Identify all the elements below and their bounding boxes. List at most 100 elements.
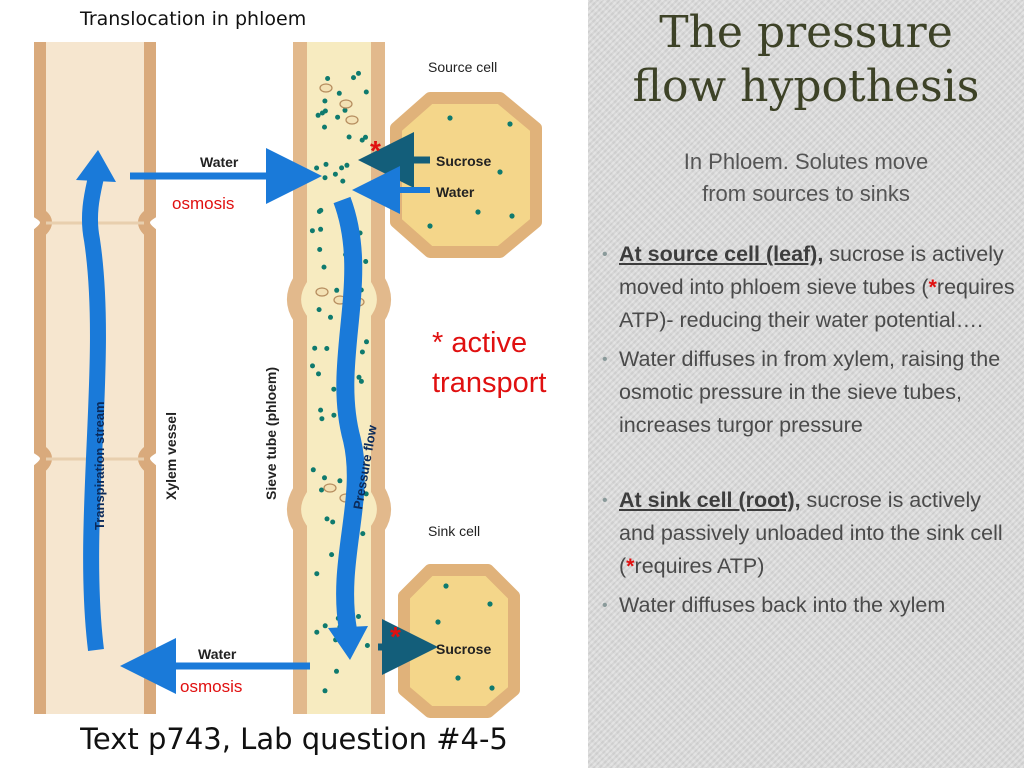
- star-top: *: [370, 135, 381, 166]
- slide-title: The pressure flow hypothesis: [588, 6, 1024, 114]
- sink-cell-label: Sink cell: [428, 523, 480, 539]
- xylem-label: Xylem vessel: [163, 412, 179, 500]
- sucrose-dot: [337, 478, 343, 484]
- sucrose-dot: [328, 314, 333, 320]
- sucrose-dot: [316, 209, 322, 214]
- water-bottom-label: Water: [198, 646, 237, 662]
- sucrose-dot: [331, 386, 337, 392]
- sucrose-dot: [314, 165, 320, 171]
- bullet-source-bold: At source cell (leaf),: [619, 242, 824, 266]
- sucrose-dot: [358, 378, 364, 384]
- water-top-left-label: Water: [200, 154, 239, 170]
- sucrose-dot: [359, 137, 365, 143]
- bullet-sink-text1: sucrose is actively and passively unload…: [619, 488, 1003, 578]
- sucrose-dot: [364, 339, 369, 345]
- sucrose-dot: [329, 552, 335, 558]
- translocation-diagram: Transpiration stream Xylem vessel Pressu…: [34, 42, 546, 718]
- bullet-sink-star: *: [626, 554, 635, 578]
- source-cell-label: Source cell: [428, 59, 497, 75]
- sucrose-dot: [310, 363, 315, 369]
- sucrose-dot: [314, 629, 320, 635]
- sucrose-dot: [334, 287, 340, 293]
- sucrose-dot: [321, 264, 327, 270]
- sucrose-dot: [325, 76, 331, 81]
- sucrose-dot: [346, 134, 352, 140]
- bullet-water-in-text: Water diffuses in from xylem, raising th…: [619, 347, 1001, 437]
- sucrose-dot: [356, 614, 361, 619]
- osmosis-bottom-label: osmosis: [180, 677, 242, 696]
- sucrose-dot: [309, 228, 315, 234]
- sucrose-dot: [322, 98, 328, 104]
- sucrose-dot: [344, 162, 350, 168]
- active-transport-line2: transport: [432, 367, 546, 399]
- sucrose-dot: [340, 178, 346, 184]
- sucrose-dot: [335, 114, 341, 120]
- sucrose-dot: [322, 175, 328, 181]
- sucrose-dot: [342, 107, 348, 113]
- bullet-marker: •: [602, 492, 608, 509]
- sucrose-top-label: Sucrose: [436, 153, 491, 169]
- sucrose-dot: [363, 259, 369, 264]
- sieve-tube-label: Sieve tube (phloem): [263, 367, 279, 500]
- sucrose-dot: [364, 643, 370, 648]
- bullet-source-cell: • At source cell (leaf), sucrose is activ…: [602, 238, 1022, 337]
- source-cell: [390, 92, 542, 258]
- sucrose-dot: [351, 75, 356, 81]
- pressure-flow-arrowhead: [328, 626, 368, 660]
- sucrose-dot: [316, 307, 322, 313]
- bullet-marker: •: [602, 351, 608, 368]
- star-bottom: *: [390, 621, 401, 652]
- sucrose-dot: [363, 89, 369, 95]
- sucrose-dot: [316, 371, 321, 377]
- sucrose-dot: [330, 519, 336, 525]
- subtitle-line1: In Phloem. Solutes move: [683, 149, 929, 174]
- sucrose-dot: [356, 374, 362, 380]
- bullet-water-in: • Water diffuses in from xylem, raising t…: [602, 343, 1022, 442]
- sucrose-dot: [334, 668, 339, 674]
- sucrose-dot: [319, 416, 325, 422]
- sucrose-dot: [318, 226, 324, 232]
- pressure-flow-arrow: [333, 196, 365, 632]
- sucrose-dot: [360, 531, 366, 537]
- sucrose-dot: [359, 349, 365, 355]
- bullet-source-text2: requires ATP)- reducing their water pote…: [619, 275, 1015, 332]
- transpiration-arrowhead: [76, 150, 116, 182]
- sucrose-dot: [322, 475, 327, 481]
- bullet-marker: •: [602, 246, 608, 263]
- bullet-sink-bold: At sink cell (root),: [619, 488, 801, 512]
- bullet-marker: •: [602, 597, 608, 614]
- sucrose-dot: [336, 90, 342, 96]
- slide-title-line1: The pressure: [659, 7, 953, 58]
- sucrose-dot: [322, 124, 327, 130]
- transpiration-arrow: [81, 170, 106, 651]
- transpiration-label: Transpiration stream: [92, 401, 107, 530]
- sucrose-dot: [317, 247, 323, 252]
- sucrose-dot: [363, 491, 369, 497]
- text-reference: Text p743, Lab question #4-5: [80, 722, 508, 756]
- sucrose-dot: [324, 346, 330, 351]
- bullet-sink-text2: requires ATP): [634, 554, 765, 578]
- osmosis-top-label: osmosis: [172, 194, 234, 213]
- sucrose-dot: [356, 70, 361, 76]
- sucrose-dot: [339, 165, 345, 171]
- sucrose-dot: [332, 171, 338, 177]
- sucrose-dot: [310, 467, 316, 473]
- bullet-water-back: • Water diffuses back into the xylem: [602, 589, 1022, 622]
- sucrose-dot: [319, 110, 325, 116]
- slide-subtitle: In Phloem. Solutes move from sources to …: [588, 146, 1024, 210]
- bullet-water-back-text: Water diffuses back into the xylem: [619, 593, 946, 617]
- sink-cell: [398, 564, 520, 718]
- sucrose-dot: [315, 112, 321, 118]
- notes-panel: The pressure flow hypothesis In Phloem. …: [588, 0, 1024, 768]
- sucrose-dot: [314, 571, 320, 577]
- bullet-source-text1: sucrose is actively moved into phloem si…: [619, 242, 1004, 299]
- sucrose-dot: [323, 161, 329, 167]
- active-transport-line1: * active: [432, 327, 527, 359]
- sucrose-dot: [319, 487, 324, 493]
- slide-title-line2: flow hypothesis: [632, 61, 980, 112]
- water-top-right-label: Water: [436, 184, 475, 200]
- sucrose-dot: [324, 516, 330, 522]
- diagram-caption: Translocation in phloem: [80, 8, 307, 30]
- diagram-panel: Transpiration stream Xylem vessel Pressu…: [34, 8, 547, 756]
- sucrose-dot: [318, 407, 324, 413]
